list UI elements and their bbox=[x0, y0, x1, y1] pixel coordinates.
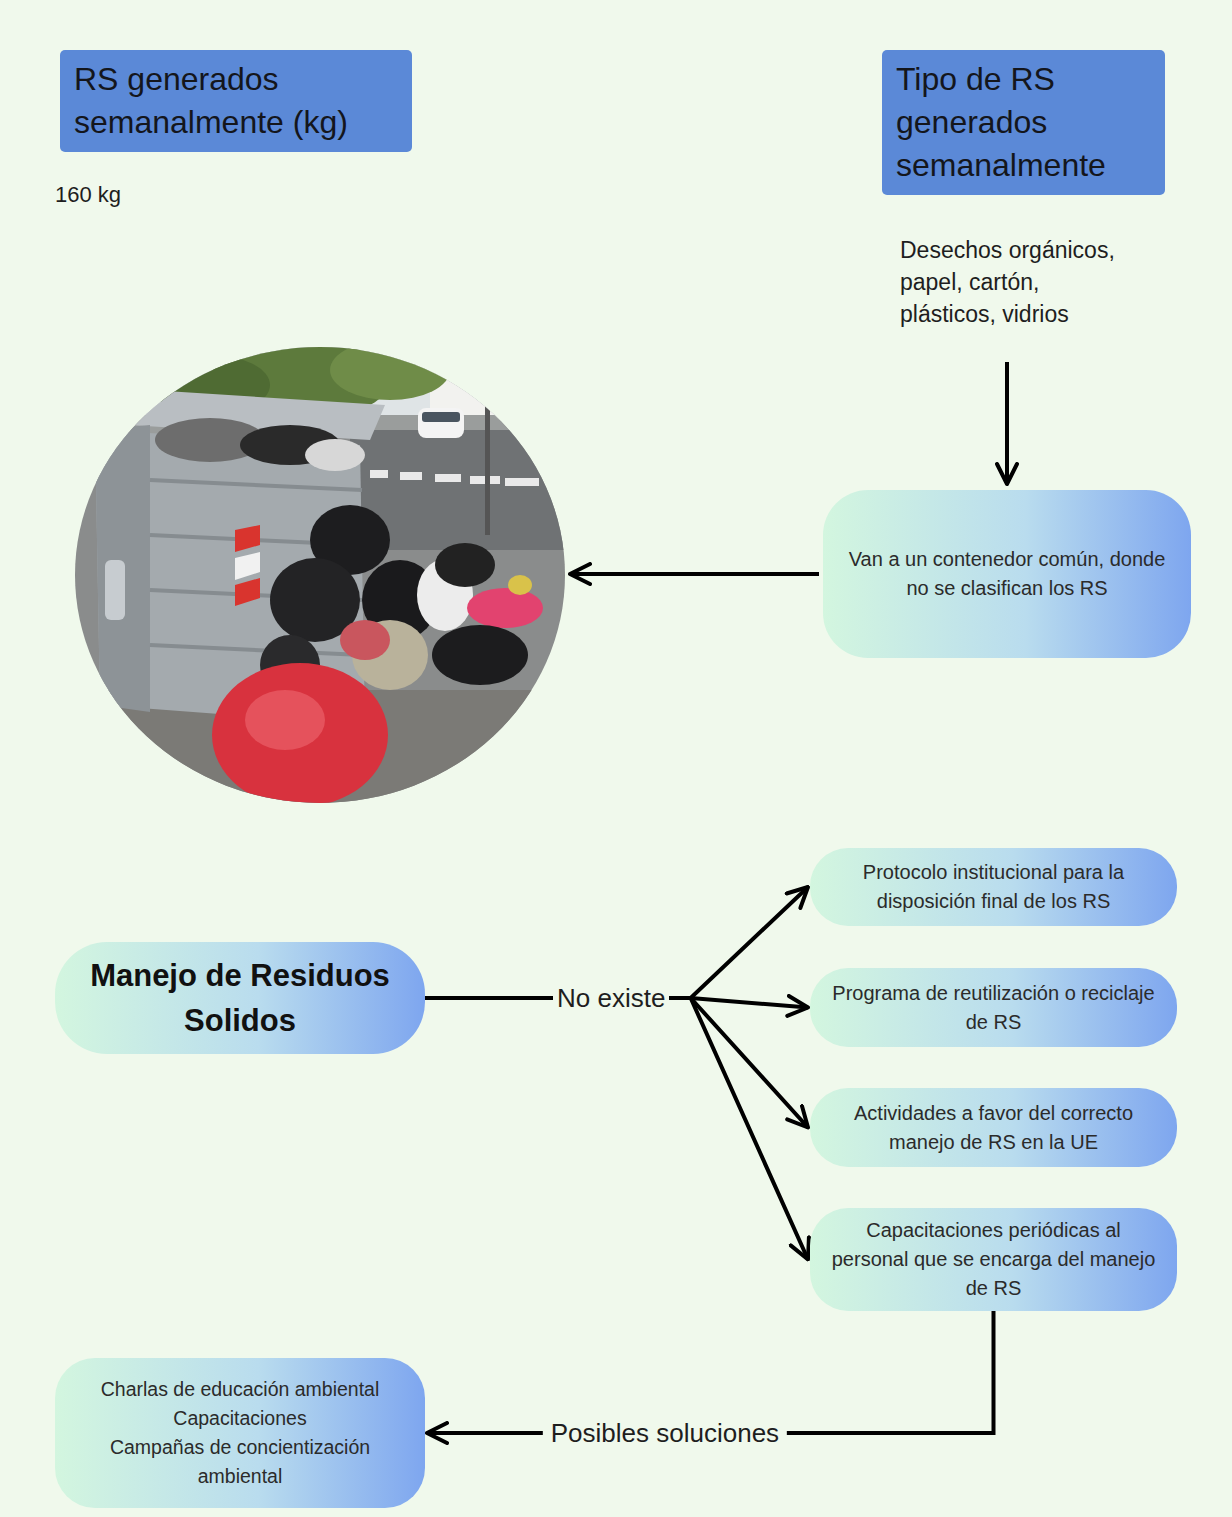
photo-shape bbox=[330, 340, 450, 400]
photo-shape bbox=[418, 408, 464, 438]
missing-item-box: Actividades a favor del correcto manejo … bbox=[810, 1088, 1177, 1167]
node-text: Manejo de Residuos Solidos bbox=[70, 953, 410, 1043]
photo-shape bbox=[435, 543, 495, 587]
waste-types-note: Desechos orgánicos, papel, cartón, plást… bbox=[900, 234, 1120, 330]
missing-item-box: Capacitaciones periódicas al personal qu… bbox=[810, 1208, 1177, 1311]
photo-shape bbox=[508, 575, 532, 595]
connector-label: Posibles soluciones bbox=[543, 1417, 787, 1449]
node-text: Capacitaciones bbox=[77, 1404, 403, 1433]
flow-arrow bbox=[570, 572, 819, 576]
node-text: Tipo de RS generados semanalmente bbox=[896, 58, 1151, 187]
node-text: Campañas de concientización ambiental bbox=[77, 1433, 403, 1491]
photo-shape bbox=[212, 663, 388, 807]
photo-shape bbox=[245, 690, 325, 750]
node-text: Van a un contenedor común, donde no se c… bbox=[843, 545, 1171, 603]
photo-shape bbox=[505, 478, 539, 486]
photo-shape bbox=[340, 620, 390, 660]
photo-shape bbox=[305, 439, 365, 471]
missing-item-box: Programa de reutilización o reciclaje de… bbox=[810, 968, 1177, 1047]
node-text: Programa de reutilización o reciclaje de… bbox=[830, 979, 1157, 1037]
flow-connector bbox=[425, 998, 808, 1128]
photo-shape bbox=[235, 578, 260, 606]
header-tag: Tipo de RS generados semanalmente bbox=[882, 50, 1165, 195]
flow-connector bbox=[425, 998, 808, 1260]
photo-shape bbox=[422, 412, 460, 422]
photo-shape bbox=[467, 588, 543, 628]
branch-label: No existe bbox=[553, 982, 669, 1014]
photo-shape bbox=[105, 560, 125, 620]
process-box: Van a un contenedor común, donde no se c… bbox=[823, 490, 1191, 658]
garbage-photo bbox=[70, 340, 570, 810]
flow-connector bbox=[427, 1311, 994, 1433]
photo-shape bbox=[150, 480, 362, 490]
header-tag: RS generados semanalmente (kg) bbox=[60, 50, 412, 152]
photo-shape bbox=[150, 645, 362, 655]
photo-shape bbox=[400, 472, 422, 480]
photo-shape bbox=[235, 525, 260, 552]
missing-item-box: Protocolo institucional para la disposic… bbox=[810, 848, 1177, 926]
node-text: Charlas de educación ambiental bbox=[77, 1375, 403, 1404]
photo-shape bbox=[95, 425, 150, 712]
flow-arrow bbox=[1005, 362, 1009, 484]
photo-shape bbox=[435, 474, 461, 482]
node-text: Actividades a favor del correcto manejo … bbox=[830, 1099, 1157, 1157]
solutions-box: Charlas de educación ambientalCapacitaci… bbox=[55, 1358, 425, 1508]
photo-shape bbox=[370, 470, 388, 478]
photo-shape bbox=[485, 395, 490, 535]
weight-value: 160 kg bbox=[55, 181, 121, 209]
photo-shape bbox=[70, 340, 570, 810]
node-text: Capacitaciones periódicas al personal qu… bbox=[830, 1216, 1157, 1303]
node-text: RS generados semanalmente (kg) bbox=[74, 58, 398, 144]
photo-shape bbox=[432, 625, 528, 685]
photo-shape bbox=[235, 552, 260, 580]
node-text: Protocolo institucional para la disposic… bbox=[830, 858, 1157, 916]
topic-box: Manejo de Residuos Solidos bbox=[55, 942, 425, 1054]
